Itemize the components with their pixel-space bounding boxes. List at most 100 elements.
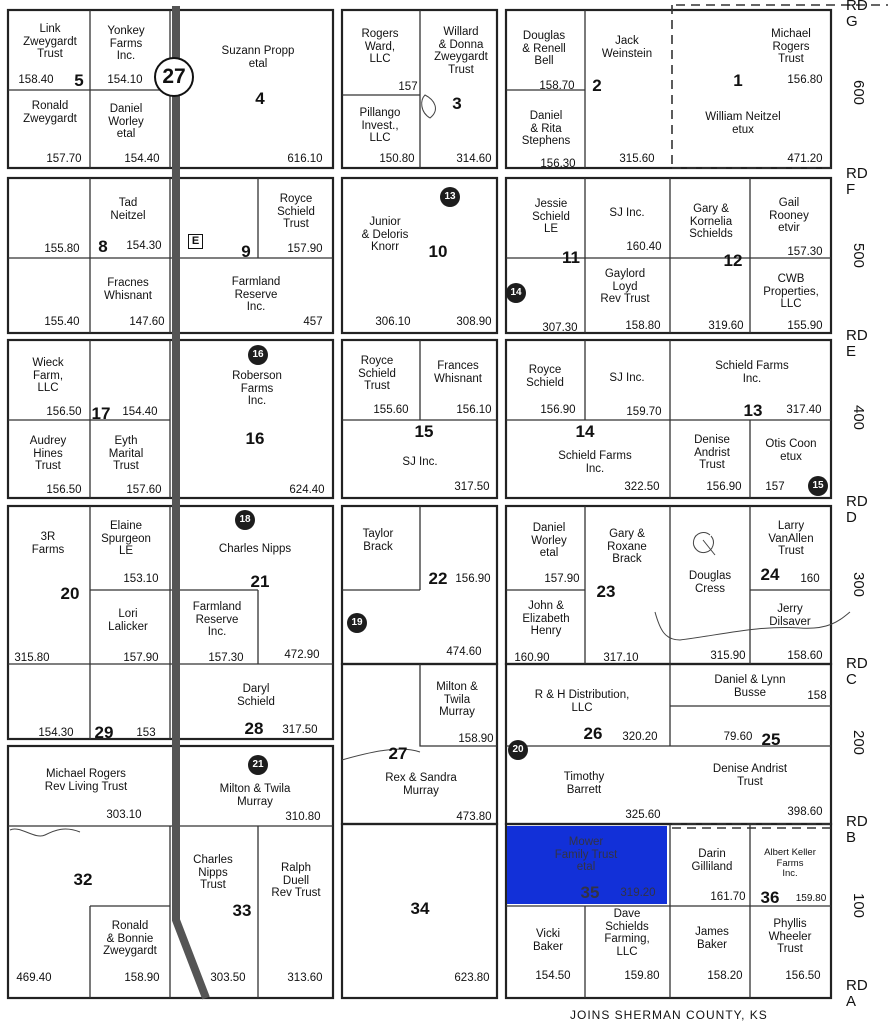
acre-value: 156.50: [46, 484, 82, 496]
circle-marker-13: 13: [440, 187, 460, 207]
acre-value: 156.50: [46, 406, 82, 418]
acre-value: 158.20: [707, 970, 743, 982]
acre-value: 156.90: [455, 573, 491, 585]
acre-value: 317.40: [786, 404, 822, 416]
section-number-13: 13: [743, 401, 763, 420]
acre-value: 155.60: [373, 404, 409, 416]
acre-value: 313.60: [287, 972, 323, 984]
circle-marker-16: 16: [248, 345, 268, 365]
section-number-36: 36: [760, 888, 780, 907]
acre-value: 160: [800, 573, 820, 585]
acre-value: 624.40: [289, 484, 325, 496]
road-f-letter: F: [846, 181, 856, 198]
acre-value: 307.30: [542, 322, 578, 334]
acre-value: 315.80: [14, 652, 50, 664]
section-number-28: 28: [244, 719, 264, 738]
acre-value: 310.80: [285, 811, 321, 823]
section-number-15: 15: [414, 422, 434, 441]
acre-value: 315.90: [710, 650, 746, 662]
acre-value: 157.90: [123, 652, 159, 664]
acre-value: 320.20: [622, 731, 658, 743]
acre-value: 317.50: [282, 724, 318, 736]
acre-value: 155.90: [787, 320, 823, 332]
section-number-5: 5: [74, 71, 84, 90]
mile-marker-500: 500: [850, 243, 867, 269]
road-d-rd: RD: [846, 493, 868, 510]
acre-value: 623.80: [454, 972, 490, 984]
owner-rh: R & H Distribution,LLC: [534, 689, 630, 714]
section-number-8: 8: [98, 237, 108, 256]
section-number-2: 2: [592, 76, 602, 95]
acre-value: 471.20: [787, 153, 823, 165]
footer-note: JOINS SHERMAN COUNTY, KS: [570, 1008, 768, 1022]
road-a-rd: RD: [846, 977, 868, 994]
dashed-boundary: [671, 4, 888, 829]
section-number-9: 9: [241, 242, 251, 261]
section-number-34: 34: [410, 899, 430, 918]
acre-value: 473.80: [456, 811, 492, 823]
acre-value: 319.20: [620, 887, 656, 899]
acre-value: 158.90: [124, 972, 160, 984]
section-number-11: 11: [562, 248, 580, 267]
highlighted-parcel[interactable]: [507, 826, 667, 904]
acre-value: 157: [765, 481, 785, 493]
acre-value: 160.90: [514, 652, 550, 664]
circle-marker-19: 19: [347, 613, 367, 633]
acre-value: 306.10: [375, 316, 411, 328]
road-d-letter: D: [846, 509, 857, 526]
acre-value: 157.30: [787, 246, 823, 258]
road-b-letter: B: [846, 829, 857, 846]
acre-value: 157.70: [46, 153, 82, 165]
acre-value: 157.30: [208, 652, 244, 664]
section-number-33: 33: [232, 901, 252, 920]
section-number-23: 23: [596, 582, 616, 601]
road-a-letter: A: [846, 993, 857, 1010]
section-number-14: 14: [575, 422, 595, 441]
owner-sj15: SJ Inc.: [402, 456, 438, 468]
circle-marker-20: 20: [508, 740, 528, 760]
acre-value: 319.60: [708, 320, 744, 332]
acre-value: 457: [303, 316, 323, 328]
section-number-32: 32: [73, 870, 93, 889]
e-marker: E: [188, 234, 203, 249]
acre-value: 317.10: [603, 652, 639, 664]
road-c-letter: C: [846, 671, 857, 688]
acre-value: 158.80: [625, 320, 661, 332]
acre-value: 159.70: [626, 406, 662, 418]
acre-value: 314.60: [456, 153, 492, 165]
section-number-24: 24: [760, 565, 780, 584]
section-number-4: 4: [255, 89, 265, 108]
acre-value: 156.90: [540, 404, 576, 416]
acre-value: 159.80: [795, 893, 827, 904]
section-number-3: 3: [452, 94, 462, 113]
